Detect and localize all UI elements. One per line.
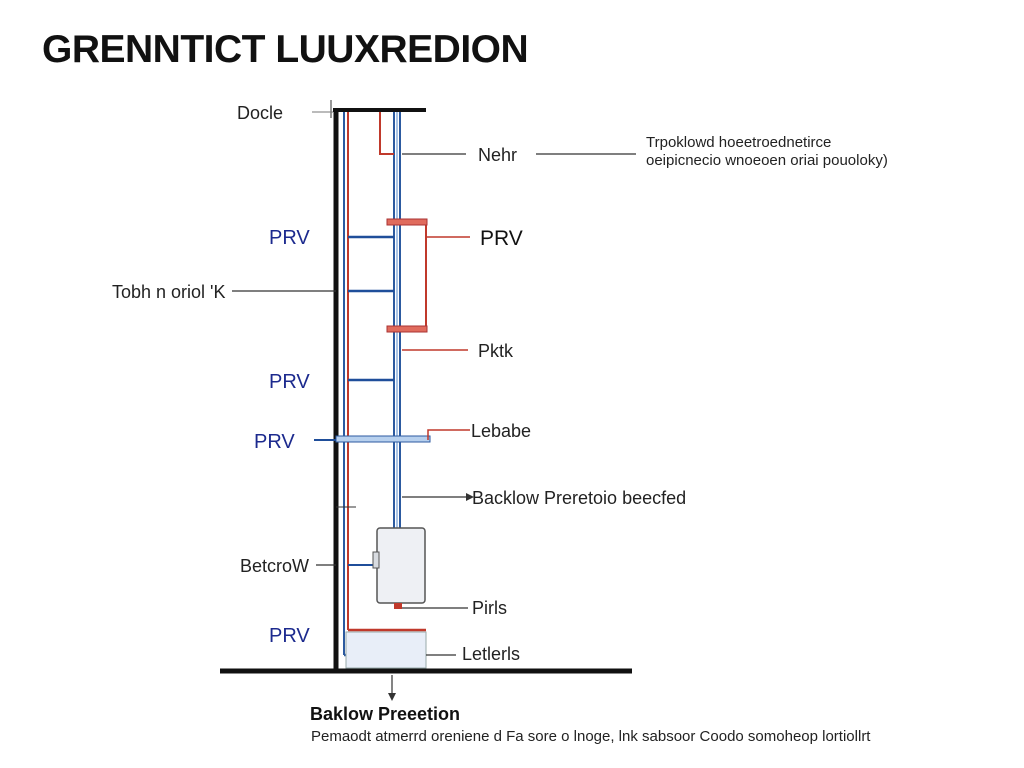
note-block: Trpoklowd hoeetroednetirce oeipicnecio w… [646,134,888,170]
label-prv-left-3: PRV [254,431,295,453]
label-letlerls: Letlerls [462,644,521,664]
label-lebabe: Lebabe [471,421,532,441]
blue-horizontal-pipe [335,435,431,443]
backflow-device-icon [372,527,426,609]
label-prv-right: PRV [480,227,523,250]
red-fitting-2 [386,325,428,333]
label-prv-left-4: PRV [269,625,310,647]
label-pirls: Pirls [472,598,507,618]
label-prv-left-2: PRV [269,371,310,393]
label-betcrow: BetcroW [240,556,310,576]
label-pktk: Pktk [478,341,514,361]
note-line-2: oeipicnecio wnoeoen oriai pouoloky) [646,152,888,169]
arrowhead-backflow [466,493,474,501]
bottom-arrowhead [388,693,396,701]
base-tank [345,631,427,669]
label-backflow: Backlow Preretoio beecfed [472,488,687,508]
red-fitting-1 [386,218,428,226]
page-title: GRENNTICT LUUXREDION [42,28,529,71]
red-top-run [379,112,394,155]
note-line-1: Trpoklowd hoeetroednetirce [646,134,832,151]
label-prv-left-1: PRV [269,227,310,249]
label-nehr: Nehr [478,145,518,165]
label-top-left: Docle [237,103,284,123]
caption-title: Baklow Preeetion [310,704,461,724]
caption-body: Pemaodt atmerrd oreniene d Fa sore o lno… [311,728,871,745]
leader-lebabe [427,429,470,440]
label-tobh: Tobh n oriol 'K [112,282,226,302]
